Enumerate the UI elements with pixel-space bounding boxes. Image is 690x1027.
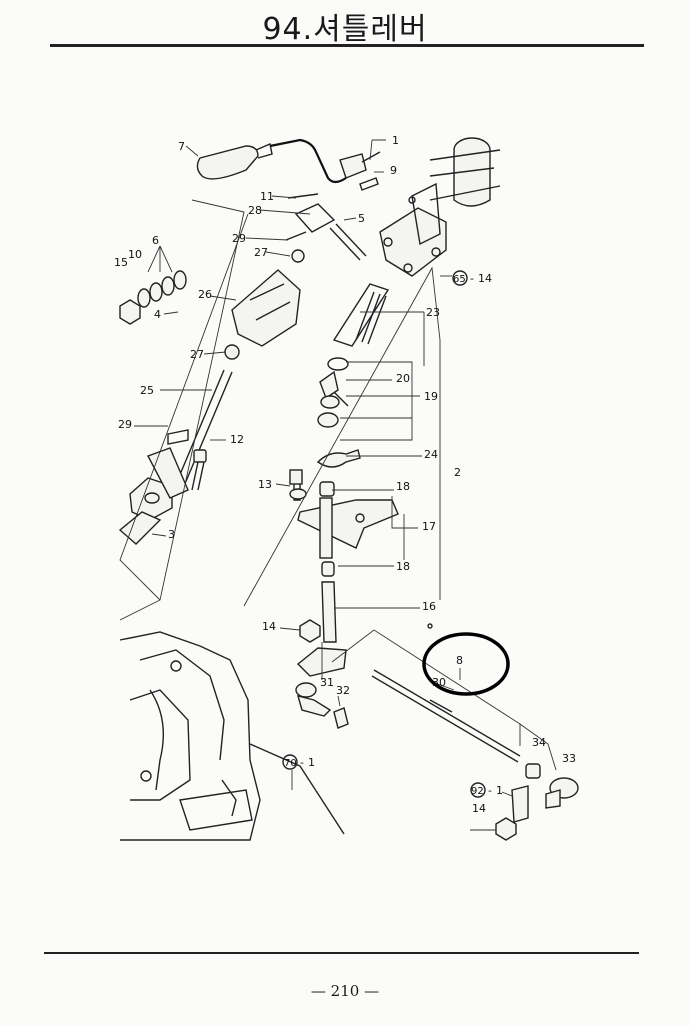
ref-65-number: 65 [453, 274, 466, 285]
bush-upper-part [319, 481, 335, 497]
callout-20: 20 [396, 372, 410, 385]
shaft-bracket-part [118, 447, 189, 545]
lower-nut-part [495, 817, 517, 841]
callout-1: 1 [392, 134, 399, 147]
callout-2: 2 [454, 466, 461, 479]
ring-part [317, 412, 339, 428]
lever-arm-part [316, 449, 361, 468]
clip-plate-part [511, 785, 529, 823]
callout-18-upper: 18 [396, 480, 410, 493]
callout-4: 4 [154, 308, 161, 321]
callout-7: 7 [178, 140, 185, 153]
callout-34: 34 [532, 736, 546, 749]
highlight-circle: 8 [422, 632, 510, 696]
callout-24: 24 [424, 448, 438, 461]
ref-92-number: 92 [471, 786, 484, 797]
callout-3: 3 [168, 528, 175, 541]
left-group-outline-2 [119, 213, 249, 601]
callout-25: 25 [140, 384, 154, 397]
pin-part [359, 177, 379, 191]
cover-plate-part [294, 203, 367, 261]
callout-10: 10 [128, 248, 142, 261]
spring-part [332, 283, 390, 347]
callout-5: 5 [358, 212, 365, 225]
callout-12: 12 [230, 433, 244, 446]
push-rod-part [371, 669, 521, 763]
callout-29-lower: 29 [118, 418, 132, 431]
callout-32: 32 [336, 684, 350, 697]
left-group-outline [119, 199, 245, 621]
callout-15: 15 [114, 256, 128, 269]
ref-92-suffix: 1 [496, 784, 503, 797]
callout-28: 28 [248, 204, 262, 217]
callout-14-lower: 14 [472, 802, 486, 815]
ref-92-dash: - [488, 784, 492, 797]
callout-18-lower: 18 [396, 560, 410, 573]
small-dot [427, 623, 433, 629]
lock-nut-part [525, 763, 541, 779]
right-group-outline [243, 266, 441, 607]
nut-part [299, 619, 321, 643]
ref-65-dash: - [470, 272, 474, 285]
ref-92-1: 92 - 1 [470, 782, 503, 798]
lever-rod-part [269, 138, 381, 184]
ref-70-number: 70 [284, 758, 297, 769]
pin-29-part [167, 429, 189, 445]
callout-27-upper: 27 [254, 246, 268, 259]
callout-16: 16 [422, 600, 436, 613]
callout-29-upper: 29 [232, 232, 246, 245]
rod-end-part [545, 777, 579, 809]
leader-lines [134, 139, 557, 831]
footer-rule [44, 952, 639, 954]
connecting-rod-part [175, 369, 233, 487]
page-title: 94.셔틀레버 [262, 12, 428, 47]
snap-ring-part [327, 357, 349, 371]
lever-knob-part [196, 143, 273, 180]
transmission-housing-part [119, 631, 345, 841]
bracket-plate-part [297, 499, 399, 549]
pin-28-part [285, 231, 307, 241]
callout-27-lower: 27 [190, 348, 204, 361]
bush-lower-part [321, 561, 335, 577]
ref-70-dash: - [300, 756, 304, 769]
bolt-12-part [191, 449, 207, 491]
ref-70-suffix: 1 [308, 756, 315, 769]
spring-collar-part [320, 395, 340, 409]
washer-stack-part [119, 270, 187, 325]
callout-13: 13 [258, 478, 272, 491]
page-number: — 210 — [310, 982, 380, 1000]
callout-33: 33 [562, 752, 576, 765]
shaft-sleeve-part [319, 497, 333, 559]
ref-65-suffix: 14 [478, 272, 492, 285]
callout-8: 8 [456, 654, 463, 667]
callout-31: 31 [320, 676, 334, 689]
callout-26: 26 [198, 288, 212, 301]
callout-17: 17 [422, 520, 436, 533]
bolt-part [289, 469, 307, 501]
ref-65-14: 65 - 14 [452, 270, 492, 286]
ball-joint-part [295, 682, 349, 729]
callout-6: 6 [152, 234, 159, 247]
callout-19: 19 [424, 390, 438, 403]
callout-23: 23 [426, 306, 440, 319]
ref-70-1: 70 - 1 [282, 754, 315, 770]
callout-9: 9 [390, 164, 397, 177]
callout-11: 11 [260, 190, 274, 203]
callout-14-middle: 14 [262, 620, 276, 633]
header-rule [50, 44, 644, 47]
upper-bracket-part [379, 137, 501, 277]
collar-part [319, 370, 349, 407]
shift-arm-part [224, 249, 305, 360]
